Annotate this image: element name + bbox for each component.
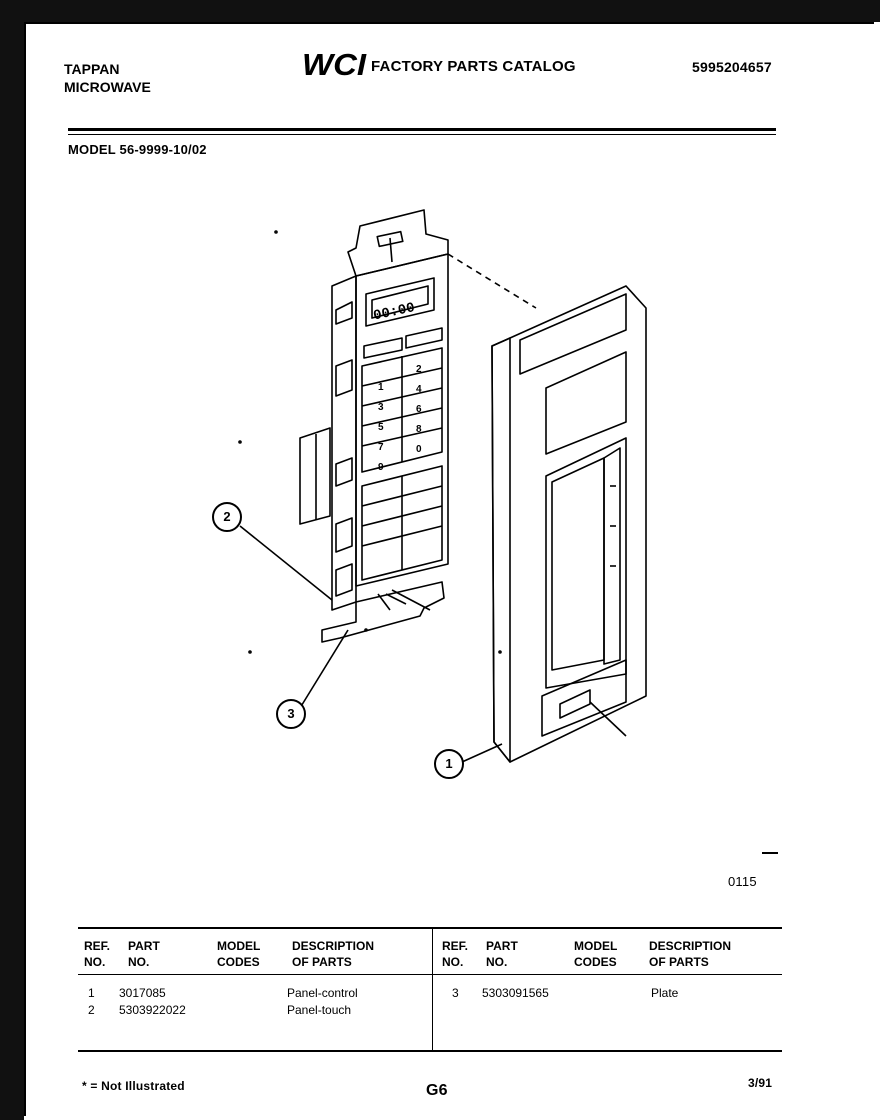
callout-3: 3 xyxy=(276,699,306,729)
table-row-1-ref: 1 xyxy=(88,986,95,1000)
key-2: 2 xyxy=(416,364,422,375)
key-1: 1 xyxy=(378,382,384,393)
page-number: G6 xyxy=(426,1082,448,1099)
key-4: 4 xyxy=(416,384,422,395)
catalog-number: 5995204657 xyxy=(692,59,772,75)
table-rule-bottom xyxy=(78,1050,782,1052)
wci-logo: WCI xyxy=(302,48,367,80)
door-frame-panel xyxy=(491,285,647,763)
brand-line-2: MICROWAVE xyxy=(64,79,151,95)
not-illustrated-note: * = Not Illustrated xyxy=(82,1079,185,1093)
model-number: MODEL 56-9999-10/02 xyxy=(68,142,207,157)
table-row-3-desc: Plate xyxy=(651,986,679,1000)
scan-edge-left xyxy=(0,22,24,1120)
catalog-title: FACTORY PARTS CATALOG xyxy=(371,58,576,75)
catalog-sheet xyxy=(24,22,874,1116)
header-rule-thin xyxy=(68,134,776,135)
table-row-2-part: 5303922022 xyxy=(119,1003,186,1017)
scan-edge-top xyxy=(0,0,880,22)
key-3: 3 xyxy=(378,402,384,413)
table-row-1-part: 3017085 xyxy=(119,986,166,1000)
table-divider xyxy=(432,929,433,1051)
table-row-3-part: 5303091565 xyxy=(482,986,549,1000)
key-7: 7 xyxy=(378,442,384,453)
th-ref: REF.NO. xyxy=(84,939,111,969)
table-row-2-ref: 2 xyxy=(88,1003,95,1017)
display-readout: 00:00 xyxy=(372,300,416,324)
revision-date: 3/91 xyxy=(748,1076,773,1090)
brand-line-1: TAPPAN xyxy=(64,61,120,77)
table-row-2-desc: Panel-touch xyxy=(287,1003,352,1017)
key-8: 8 xyxy=(416,424,422,435)
th-ref-r: REF.NO. xyxy=(442,939,469,969)
key-0: 0 xyxy=(416,444,422,455)
exploded-view-drawing: 00:00 1 2 3 4 5 6 7 8 9 0 xyxy=(238,209,647,763)
table-rule-top xyxy=(78,927,782,929)
key-6: 6 xyxy=(416,404,422,415)
callout-2: 2 xyxy=(212,502,242,532)
callout-1: 1 xyxy=(434,749,464,779)
margin-tick xyxy=(762,852,778,854)
control-panel-assembly xyxy=(299,209,449,643)
table-row-1-desc: Panel-control xyxy=(287,986,358,1000)
brand-block: TAPPAN MICROWAVE xyxy=(64,60,151,96)
logo-text: WCI xyxy=(302,48,367,80)
row-part-col: 3017085 5303922022 xyxy=(119,985,186,1019)
table-row-3-ref: 3 xyxy=(452,986,459,1000)
table-rule-header xyxy=(78,974,782,975)
figure-code: 0115 xyxy=(728,874,757,889)
header-rule-thick xyxy=(68,128,776,131)
key-5: 5 xyxy=(378,422,384,433)
key-9: 9 xyxy=(378,462,384,473)
